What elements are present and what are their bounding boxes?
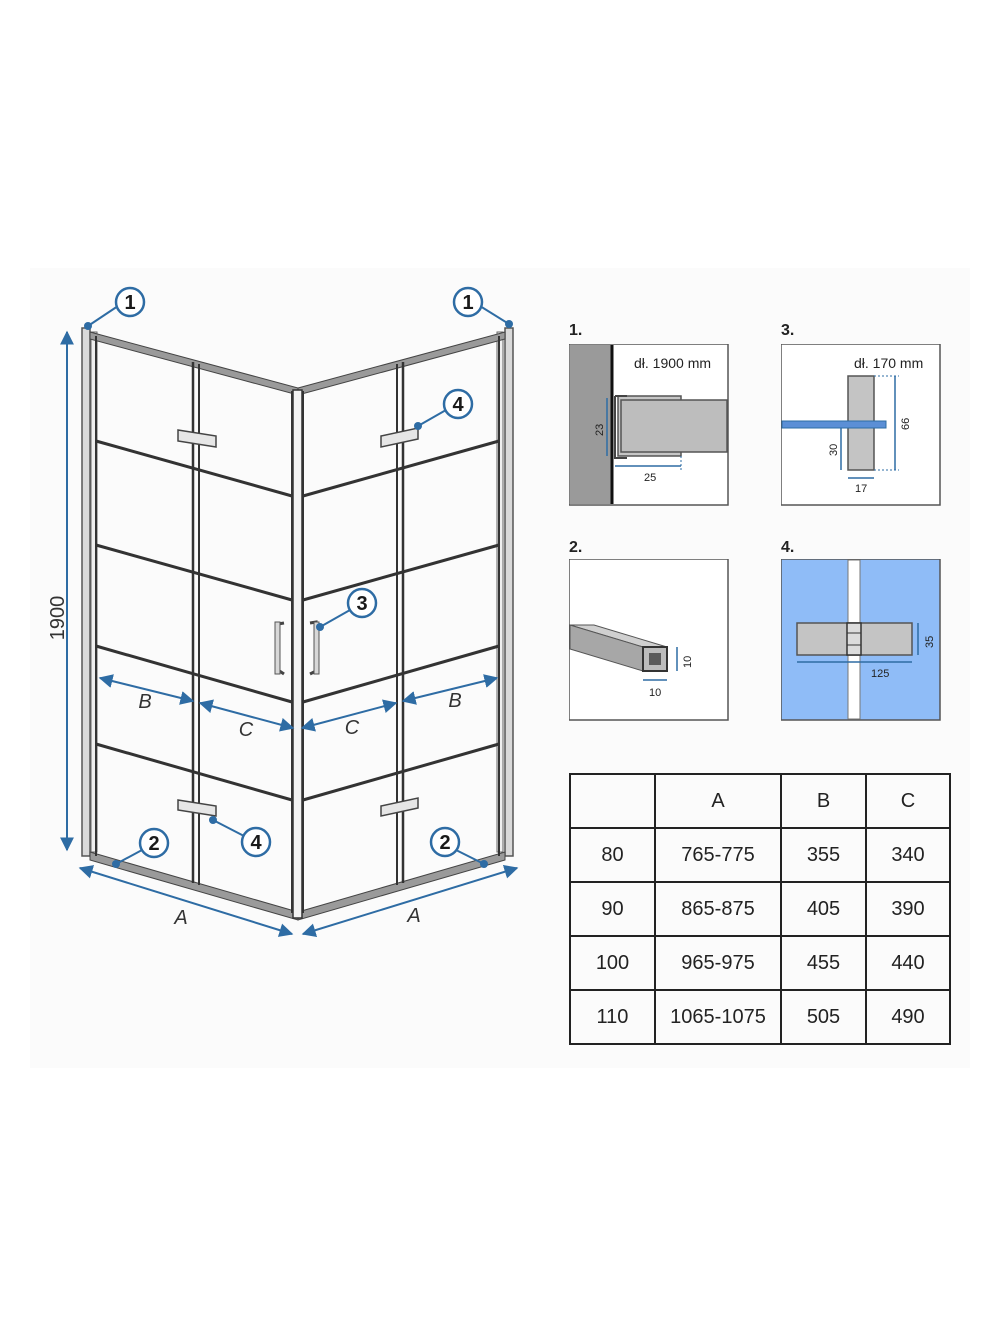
svg-text:125: 125 [871, 668, 889, 680]
svg-text:66: 66 [900, 418, 912, 430]
table-cell: 355 [780, 827, 867, 883]
svg-text:23: 23 [594, 424, 606, 436]
table-cell: 1065-1075 [654, 989, 782, 1045]
dim-a-right [301, 865, 519, 937]
table-header-cell [569, 773, 656, 829]
table-header-row: A B C [569, 773, 951, 829]
table-cell: 490 [865, 989, 951, 1045]
svg-text:1: 1 [462, 292, 473, 314]
dim-c-right [300, 699, 398, 732]
hinge-top-left [177, 429, 217, 448]
callout-1-left: 1 [84, 286, 146, 330]
svg-text:30: 30 [828, 444, 840, 456]
svg-text:2: 2 [148, 833, 159, 855]
callout-4-top: 4 [414, 388, 474, 430]
top-rail-right [297, 331, 506, 396]
table-row: 100 965-975 455 440 [569, 935, 951, 991]
svg-text:3: 3 [356, 593, 367, 615]
detail-3-number: 3. [781, 322, 795, 339]
svg-text:10: 10 [682, 656, 694, 668]
table-row: 110 1065-1075 505 490 [569, 989, 951, 1045]
left-wall-profile [81, 327, 91, 857]
svg-text:17: 17 [855, 483, 867, 495]
table-header-cell: C [865, 773, 951, 829]
hinge-top-right [380, 427, 419, 448]
corner-post [292, 389, 303, 919]
table-cell: 865-875 [654, 881, 782, 937]
svg-text:dł. 1900 mm: dł. 1900 mm [634, 355, 711, 371]
callout-2-right: 2 [429, 826, 488, 868]
detail-2-bottom-profile: 10 10 [569, 559, 729, 721]
table-cell: 90 [569, 881, 656, 937]
callout-4-bottom: 4 [209, 816, 272, 858]
dim-c-left [198, 699, 295, 732]
table-cell: 440 [865, 935, 951, 991]
bottom-rail-right [297, 851, 506, 921]
size-table: A B C 80 765-775 355 340 90 865-875 405 … [569, 773, 951, 1045]
table-cell: 765-775 [654, 827, 782, 883]
height-label: 1900 [47, 596, 69, 641]
table-header-cell: B [780, 773, 867, 829]
label-c-left: C [239, 719, 254, 741]
svg-text:dł. 170 mm: dł. 170 mm [854, 355, 923, 371]
table-cell: 455 [780, 935, 867, 991]
detail-2-number: 2. [569, 539, 583, 556]
table-row: 80 765-775 355 340 [569, 827, 951, 883]
detail-1-number: 1. [569, 322, 583, 339]
table-header-cell: A [654, 773, 782, 829]
callout-1-right: 1 [452, 286, 513, 328]
table-cell: 80 [569, 827, 656, 883]
table-cell: 340 [865, 827, 951, 883]
label-a-left: A [173, 907, 187, 929]
table-row: 90 865-875 405 390 [569, 881, 951, 937]
table-cell: 390 [865, 881, 951, 937]
label-c-right: C [345, 717, 360, 739]
right-grid-bars [302, 439, 500, 802]
table-cell: 405 [780, 881, 867, 937]
svg-text:4: 4 [452, 394, 464, 416]
svg-text:10: 10 [649, 687, 661, 699]
callout-2-left: 2 [112, 827, 170, 868]
hinge-bottom-left [177, 799, 217, 817]
dim-a-left [78, 865, 294, 937]
svg-text:4: 4 [250, 832, 262, 854]
shower-cabin-drawing: 1900 [47, 286, 519, 937]
svg-text:2: 2 [439, 832, 450, 854]
callout-3: 3 [316, 587, 378, 631]
right-wall-profile [504, 327, 514, 857]
detail-4-number: 4. [781, 539, 795, 556]
table-cell: 100 [569, 935, 656, 991]
svg-text:25: 25 [644, 472, 656, 484]
label-b-right: B [448, 690, 461, 712]
hinge-bottom-right [380, 797, 419, 817]
table-cell: 965-975 [654, 935, 782, 991]
detail-1-wall-profile: dł. 1900 mm 23 25 [569, 344, 729, 506]
detail-3-handle-profile: dł. 170 mm 66 30 17 [781, 344, 941, 506]
dim-b-left [98, 674, 195, 705]
table-cell: 110 [569, 989, 656, 1045]
detail-4-hinge: 35 125 [781, 559, 941, 721]
dim-b-right [401, 674, 499, 705]
svg-text:35: 35 [924, 636, 936, 648]
label-b-left: B [138, 691, 151, 713]
label-a-right: A [406, 905, 420, 927]
left-grid-bars [95, 439, 293, 802]
table-cell: 505 [780, 989, 867, 1045]
svg-text:1: 1 [124, 292, 135, 314]
